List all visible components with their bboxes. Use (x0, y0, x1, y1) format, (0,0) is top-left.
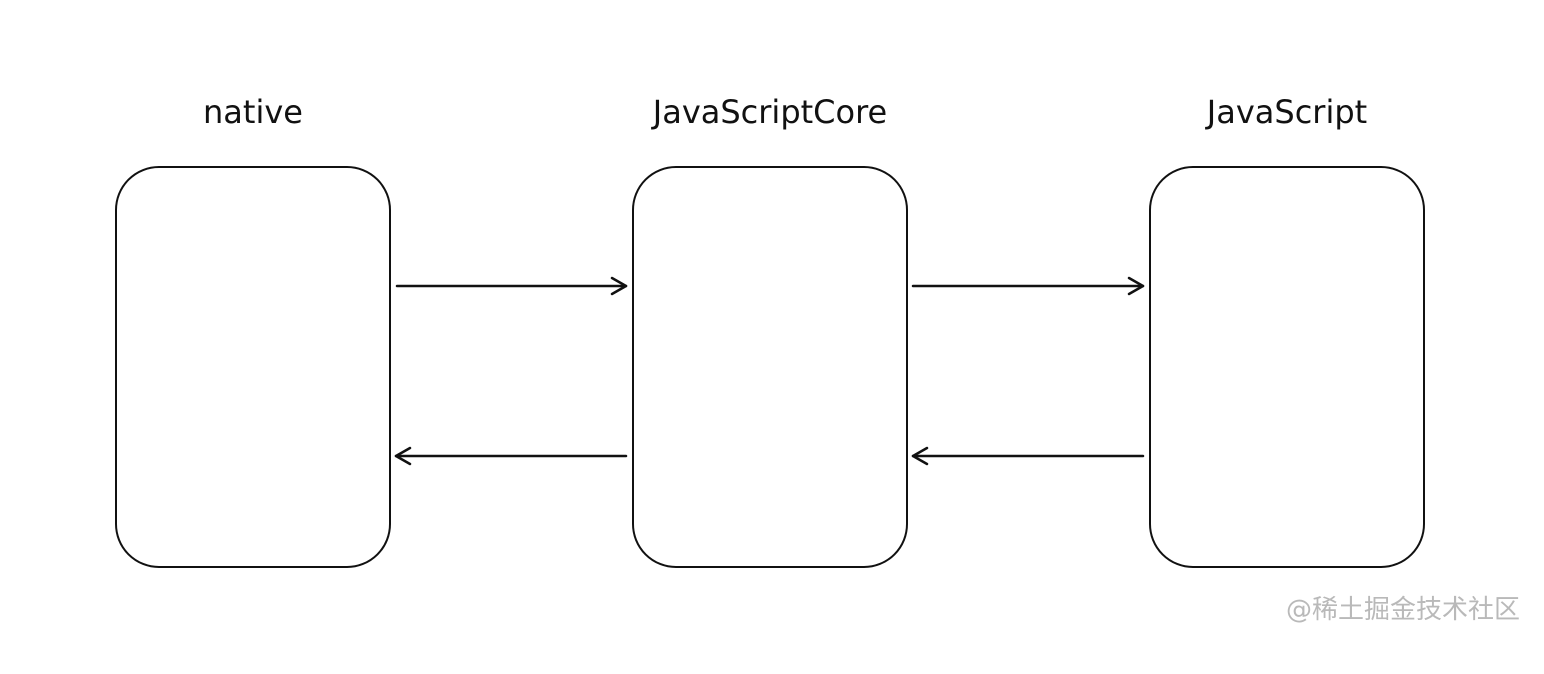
node-label-native: native (203, 93, 303, 131)
edge-javascriptcore-to-native (394, 446, 628, 466)
node-box-javascript (1149, 166, 1425, 568)
node-label-javascript: JavaScript (1206, 93, 1368, 131)
watermark: @稀土掘金技术社区 (1285, 595, 1520, 625)
edge-javascript-to-javascriptcore (911, 446, 1145, 466)
edge-native-to-javascriptcore (395, 276, 628, 296)
node-label-javascriptcore: JavaScriptCore (652, 93, 888, 131)
node-box-native (115, 166, 391, 568)
edge-javascriptcore-to-javascript (911, 276, 1145, 296)
node-box-javascriptcore (632, 166, 908, 568)
